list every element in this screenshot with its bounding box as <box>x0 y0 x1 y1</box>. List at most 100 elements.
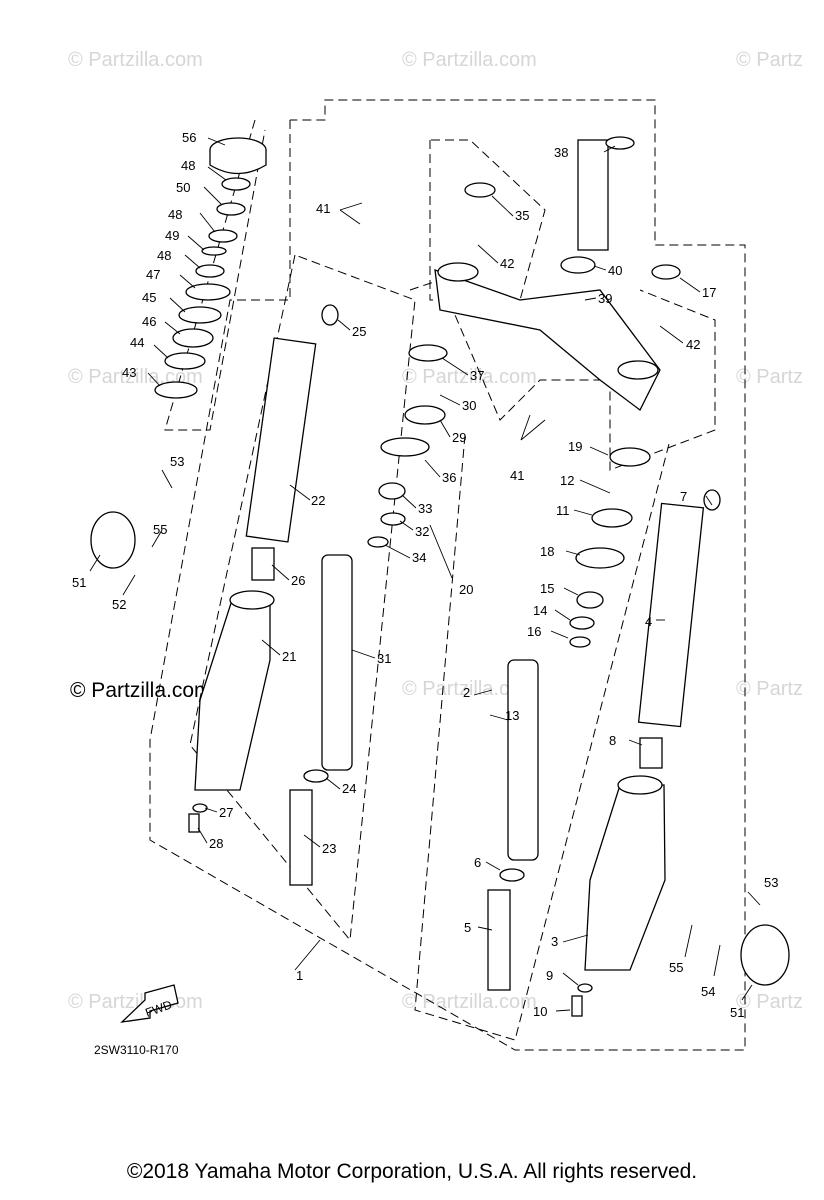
copyright-notice: ©2018 Yamaha Motor Corporation, U.S.A. A… <box>126 1160 698 1183</box>
callout-16: 16 <box>527 624 541 639</box>
bolt-28 <box>188 813 200 833</box>
leader-lines <box>89 137 761 1012</box>
cap-35 <box>464 182 496 198</box>
reflector-51-left <box>90 511 136 569</box>
callout-30: 30 <box>462 398 476 413</box>
callout-9: 9 <box>546 968 553 983</box>
race-45 <box>178 306 222 324</box>
callout-36: 36 <box>442 470 456 485</box>
bushing-8 <box>639 737 663 769</box>
callout-4: 4 <box>645 614 652 629</box>
watermark-mid-right: © Partz <box>736 366 803 388</box>
callout-26: 26 <box>291 573 305 588</box>
callout-13: 13 <box>505 708 519 723</box>
cover-47 <box>185 283 231 301</box>
callout-1: 1 <box>296 968 303 983</box>
watermark-top-left: © Partzilla.com <box>68 49 203 71</box>
callout-39: 39 <box>598 291 612 306</box>
diagram-code: 2SW3110-R170 <box>94 1043 179 1057</box>
callout-56: 56 <box>182 130 196 145</box>
ring-nut-48b <box>208 229 238 243</box>
oring-32 <box>380 512 406 526</box>
steering-stem <box>434 136 681 411</box>
ring-nut-48a <box>221 177 251 191</box>
nut-36 <box>380 437 430 457</box>
callout-20: 20 <box>459 582 473 597</box>
oring-14 <box>569 616 595 630</box>
callout-53-right: 53 <box>764 875 778 890</box>
reflector-51-right <box>740 924 790 986</box>
callout-24: 24 <box>342 781 356 796</box>
bolt-15 <box>576 591 604 609</box>
callout-15: 15 <box>540 581 554 596</box>
nut-40 <box>560 256 596 274</box>
callout-44: 44 <box>130 335 144 350</box>
steering-head-stack <box>154 137 267 399</box>
washer-11 <box>591 508 633 528</box>
watermark-mid-center: © Partzilla.com <box>402 366 537 388</box>
callout-46: 46 <box>142 314 156 329</box>
callout-31: 31 <box>377 651 391 666</box>
nut-18 <box>575 547 625 569</box>
callout-42-right: 42 <box>686 337 700 352</box>
callout-49: 49 <box>165 228 179 243</box>
watermark-strong: © Partzilla.com <box>70 679 212 702</box>
callout-51-right: 51 <box>730 1005 744 1020</box>
callout-37: 37 <box>470 368 484 383</box>
seal-43 <box>154 381 198 399</box>
callout-41-top: 41 <box>316 201 330 216</box>
outer-tube-21 <box>194 599 271 791</box>
callout-48-a: 48 <box>181 158 195 173</box>
callout-52: 52 <box>112 597 126 612</box>
callout-43: 43 <box>122 365 136 380</box>
washer-9 <box>577 983 593 993</box>
callout-27: 27 <box>219 805 233 820</box>
callout-32: 32 <box>415 524 429 539</box>
callout-33: 33 <box>418 501 432 516</box>
clip-34 <box>367 536 389 548</box>
clip-16 <box>569 636 591 648</box>
callout-8: 8 <box>609 733 616 748</box>
washer-50 <box>216 202 246 216</box>
watermark-top-right: © Partz <box>736 49 803 71</box>
callout-54: 54 <box>701 984 715 999</box>
callout-19: 19 <box>568 439 582 454</box>
callouts: 1 2 3 4 5 6 7 8 9 10 11 12 13 14 15 16 1… <box>72 130 778 1020</box>
callout-25: 25 <box>352 324 366 339</box>
callout-34: 34 <box>412 550 426 565</box>
callout-17: 17 <box>702 285 716 300</box>
watermark-low-center: © Partzilla.com <box>402 678 537 700</box>
callout-11: 11 <box>556 503 570 518</box>
stem-38 <box>577 139 609 251</box>
spring-7 <box>703 489 721 511</box>
callout-2: 2 <box>463 685 470 700</box>
callout-12: 12 <box>560 473 574 488</box>
bolt-33 <box>378 482 406 500</box>
damper-rod-23 <box>289 789 313 886</box>
spring-31 <box>321 554 353 771</box>
callout-29: 29 <box>452 430 466 445</box>
washer-27 <box>192 803 208 813</box>
callout-3: 3 <box>551 934 558 949</box>
seal-19 <box>609 447 651 467</box>
ring-24 <box>303 769 329 783</box>
ring-6 <box>499 868 525 882</box>
inner-tube-22 <box>245 337 317 543</box>
seal-37 <box>408 344 448 362</box>
callout-47: 47 <box>146 267 160 282</box>
callout-48-c: 48 <box>157 248 171 263</box>
callout-53-left: 53 <box>170 454 184 469</box>
callout-7: 7 <box>680 489 687 504</box>
outer-tube-3 <box>584 784 666 971</box>
washer-49 <box>201 246 227 256</box>
ring-nut-48c <box>195 264 225 278</box>
bolt-10 <box>571 995 583 1017</box>
left-fork <box>90 304 448 886</box>
spring-13 <box>507 659 539 861</box>
callout-55-right: 55 <box>669 960 683 975</box>
washer-29 <box>404 405 446 425</box>
damper-rod-5 <box>487 889 511 991</box>
under-bracket <box>434 269 661 411</box>
watermark-bottom-center: © Partzilla.com <box>402 991 537 1013</box>
